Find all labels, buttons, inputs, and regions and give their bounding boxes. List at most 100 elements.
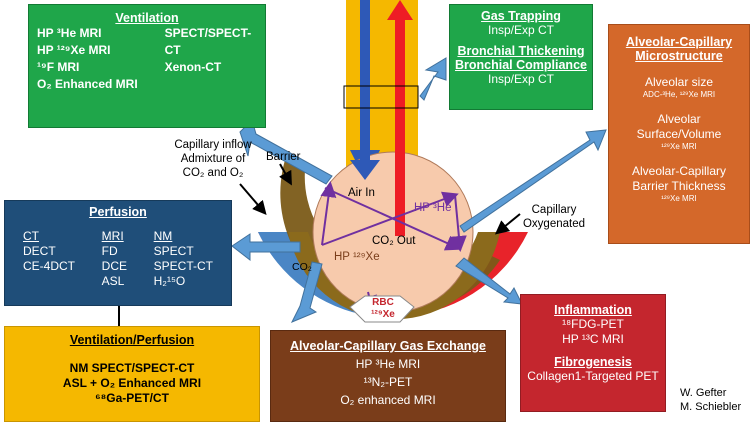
gas-exchange-item: ¹³N₂-PET xyxy=(363,375,413,389)
perfusion-column-nm: NM SPECT SPECT-CT H₂¹⁵O xyxy=(154,229,213,289)
ventilation-box: Ventilation HP ³He MRI HP ¹²⁹Xe MRI ¹⁹F … xyxy=(28,4,266,128)
alveolar-size: Alveolar size xyxy=(644,75,714,89)
barrier-label: Barrier xyxy=(266,151,301,163)
arrow-to-inflammation xyxy=(455,257,523,305)
ventilation-item: HP ³He MRI xyxy=(37,26,102,40)
oxygenated-pointer xyxy=(494,213,521,235)
label-text: Capillary inflow xyxy=(174,139,252,151)
vq-item: ASL + O₂ Enhanced MRI xyxy=(62,376,202,390)
ventilation-title: Ventilation xyxy=(115,11,179,25)
air-in-label: Air In xyxy=(348,187,375,199)
perfusion-column-head: NM xyxy=(153,229,173,243)
perfusion-item: DCE xyxy=(101,259,127,273)
capillary-inflow-pointer xyxy=(239,183,267,216)
ventilation-left-list: HP ³He MRI HP ¹²⁹Xe MRI ¹⁹F MRI O₂ Enhan… xyxy=(37,25,153,93)
inflammation-item: HP ¹³C MRI xyxy=(562,332,624,346)
gas-exchange-item: O₂ enhanced MRI xyxy=(340,393,436,407)
perfusion-column-head: CT xyxy=(23,229,39,243)
ventilation-right-list: SPECT/SPECT-CT Xenon-CT xyxy=(165,25,257,93)
perfusion-item: FD xyxy=(101,244,118,258)
co2-out-label: CO₂ Out xyxy=(372,235,416,247)
diffusion-arrow xyxy=(324,187,462,251)
alveolar-surface-1: Alveolar xyxy=(657,112,701,126)
alveolar-microstructure-box: Alveolar-Capillary Microstructure Alveol… xyxy=(608,24,750,244)
alveolar-title-1: Alveolar-Capillary xyxy=(625,35,733,49)
arrow-to-gas-trapping xyxy=(419,57,447,101)
label-text: CO₂ and O₂ xyxy=(182,167,244,179)
diffusion-arrow xyxy=(450,194,467,252)
barrier-thickness-method: ¹²⁹Xe MRI xyxy=(661,194,697,203)
air-in-arrow-shaft-inner xyxy=(360,150,370,168)
label-text: ¹²⁹Xe xyxy=(371,309,395,320)
perfusion-column-ct: CT DECT CE-4DCT xyxy=(23,229,75,289)
perfusion-item: ASL xyxy=(101,274,125,288)
perfusion-box: Perfusion CT DECT CE-4DCT MRI FD DCE ASL… xyxy=(4,200,232,306)
bronchial-method: Insp/Exp CT xyxy=(487,72,555,86)
ventilation-item: ¹⁹F MRI xyxy=(37,60,80,74)
vq-title: Ventilation/Perfusion xyxy=(69,333,195,347)
ventilation-item: HP ¹²⁹Xe MRI xyxy=(37,43,111,57)
credits: W. Gefter M. Schiebler xyxy=(680,386,741,414)
arrow-to-gas-exchange xyxy=(290,261,323,323)
diffusion-arrow xyxy=(321,191,459,246)
perfusion-item: H₂¹⁵O xyxy=(153,274,186,288)
ventilation-item: Xenon-CT xyxy=(164,60,222,74)
co2-out-arrow-shaft xyxy=(395,18,405,178)
air-in-arrow-shaft xyxy=(360,0,370,150)
gas-exchange-title: Alveolar-Capillary Gas Exchange xyxy=(290,339,486,353)
gas-trapping-box: Gas Trapping Insp/Exp CT Bronchial Thick… xyxy=(449,4,593,110)
barrier-brown-lower xyxy=(288,232,500,320)
bronchial-thickening-title: Bronchial Thickening xyxy=(457,44,585,58)
co2-out-arrow-shaft-inner xyxy=(395,150,405,236)
label-text: Oxygenated xyxy=(522,218,585,230)
co2-out-arrow-head xyxy=(387,0,413,20)
label-text: RBC xyxy=(372,297,394,308)
gas-trapping-method: Insp/Exp CT xyxy=(487,23,555,37)
arrow-to-alveolar xyxy=(459,129,607,233)
ventilation-item: SPECT/SPECT-CT xyxy=(164,26,252,57)
arrow-to-perfusion xyxy=(231,233,301,262)
label-text: Capillary xyxy=(531,204,577,216)
gas-trapping-title: Gas Trapping xyxy=(481,9,561,23)
barrier-pointer xyxy=(279,163,292,186)
perfusion-item: SPECT-CT xyxy=(153,259,213,273)
barrier-thickness-1: Alveolar-Capillary xyxy=(631,164,727,178)
co2-blood-label: CO₂ xyxy=(292,261,312,273)
ventilation-item: O₂ Enhanced MRI xyxy=(37,77,138,91)
ventilation-perfusion-box: Ventilation/Perfusion NM SPECT/SPECT-CT … xyxy=(4,326,260,422)
alveolus xyxy=(312,151,474,313)
alveolar-size-method: ADC-³He, ¹²⁹Xe MRI xyxy=(642,90,716,99)
diffusion-arrow xyxy=(320,181,337,246)
inflammation-item: ¹⁸FDG-PET xyxy=(562,317,624,331)
inflammation-box: Inflammation ¹⁸FDG-PET HP ¹³C MRI Fibrog… xyxy=(520,294,666,412)
perfusion-item: SPECT xyxy=(153,244,194,258)
barrier-thickness-2: Barrier Thickness xyxy=(632,179,726,193)
label-text: Admixture of xyxy=(180,153,246,165)
perfusion-item: DECT xyxy=(23,244,56,258)
bronchial-window xyxy=(343,85,419,109)
alveolar-title-2: Microstructure xyxy=(635,49,723,63)
gas-exchange-item: HP ³He MRI xyxy=(355,357,421,371)
perfusion-title: Perfusion xyxy=(89,205,147,219)
bronchial-compliance-title: Bronchial Compliance xyxy=(455,58,587,72)
alveolar-surface-2: Surface/Volume xyxy=(636,127,722,141)
fibrogenesis-title: Fibrogenesis xyxy=(554,355,632,369)
gas-exchange-box: Alveolar-Capillary Gas Exchange HP ³He M… xyxy=(270,330,506,422)
rbc-label: RBC ¹²⁹Xe xyxy=(356,297,410,321)
alveolar-surface-method: ¹²⁹Xe MRI xyxy=(661,142,697,151)
airway-tube xyxy=(346,0,418,178)
vq-item: ⁶⁸Ga-PET/CT xyxy=(95,391,169,405)
inflammation-title: Inflammation xyxy=(554,303,632,317)
hp-xe-label: HP ¹²⁹Xe xyxy=(334,251,380,263)
perfusion-column-mri: MRI FD DCE ASL xyxy=(102,229,127,289)
credit-line: M. Schiebler xyxy=(680,401,742,413)
credit-line: W. Gefter xyxy=(680,387,727,399)
perfusion-column-head: MRI xyxy=(101,229,124,243)
hp-he-label: HP ³He xyxy=(414,202,452,214)
vq-item: NM SPECT/SPECT-CT xyxy=(69,361,195,375)
perfusion-item: CE-4DCT xyxy=(23,259,76,273)
capillary-inflow-label: Capillary inflow Admixture of CO₂ and O₂ xyxy=(150,138,276,180)
rbc-cell xyxy=(349,295,415,323)
